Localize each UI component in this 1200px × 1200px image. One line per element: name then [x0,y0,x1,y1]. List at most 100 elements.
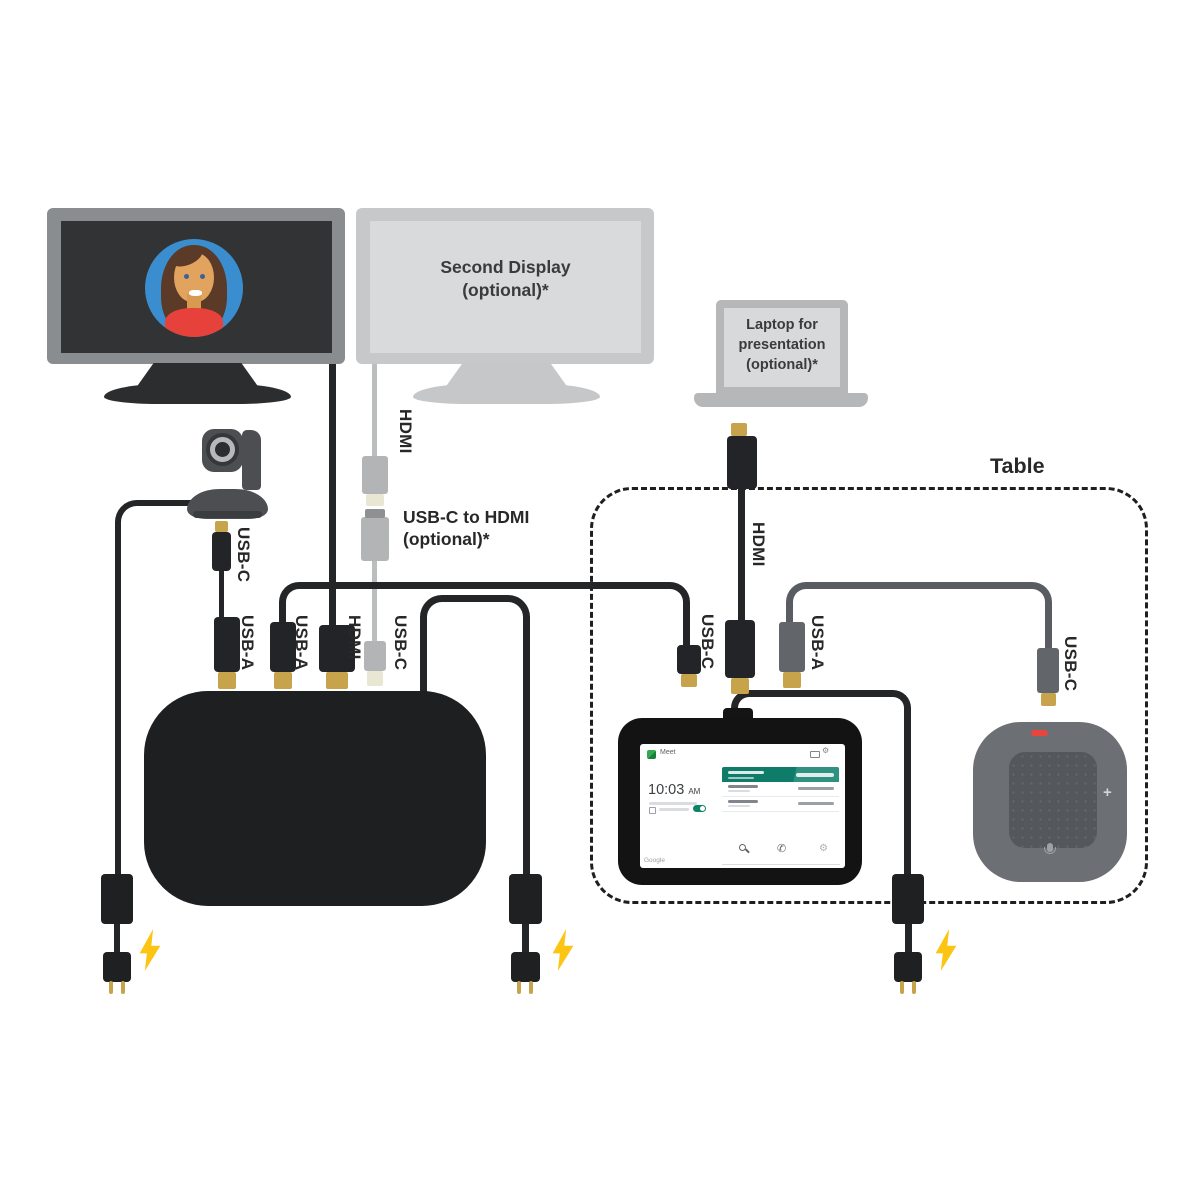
port-label-hdmi: HDMI [345,615,364,660]
table-label: Table [990,454,1045,478]
adapter-usb-c-cable [372,561,377,641]
meeting-subtitle-text [728,777,754,779]
meeting-title-text [728,771,764,774]
usb-a-connector [270,622,296,672]
power-plug [103,952,131,982]
dialpad-icon[interactable]: ⚙ [819,843,828,854]
second-display-label: Second Display (optional)* [440,257,571,300]
laptop-screen: Laptop for presentation (optional)* [724,308,840,387]
meeting-row[interactable] [722,797,839,812]
plug-prong [109,981,113,994]
power-cord [114,924,120,954]
primary-display-base [104,384,291,404]
power-cord [905,924,912,954]
cable-label-camera-usb-c: USB-C [234,527,253,583]
camera-arm [242,430,261,490]
laptop-base [694,393,868,407]
display-hdmi-cable [329,362,336,626]
usb-a-connector [214,617,240,672]
cable-label-hdmi-display2: HDMI [396,409,415,454]
plug-prong [912,981,916,994]
usb-c-connector-tip [681,674,697,687]
hdmi-connector [319,625,355,672]
speakermic-cable [786,582,1052,652]
layout-icon[interactable] [810,751,820,758]
search-icon-handle [745,848,750,854]
laptop-hdmi-cable [738,489,745,620]
controller-screen: Meet ⚙ 10:03 AM ✆ ⚙ Google [640,744,845,868]
search-icon[interactable] [739,844,746,851]
toggle[interactable] [693,805,706,812]
power-plug [511,952,540,982]
plug-prong [900,981,904,994]
usb-a-connector-tip [218,672,236,689]
plug-prong [517,981,521,994]
power-cord [522,924,529,954]
room-text [659,808,689,811]
camera-usb-c-connector-tip [215,521,228,532]
power-brick [101,874,133,924]
row-title [728,785,758,788]
usb-a-connector-tip [274,672,292,689]
usb-a-connector-tip [783,672,801,688]
nav-hairline [722,864,840,865]
plug-prong [529,981,533,994]
volume-plus-icon[interactable]: + [1103,784,1112,801]
adapter-socket [365,509,385,518]
usb-a-connector-dark [779,622,805,672]
port-label-usb-a: USB-A [238,615,257,671]
date-text [649,802,697,805]
avatar-eye-left [184,274,190,280]
ptz-camera [100,425,290,525]
compute-hub [144,691,486,906]
laptop-hdmi-connector-tip [731,423,747,436]
meet-app-icon [647,750,656,759]
hdmi-connector-gray-tip [366,494,384,506]
meeting-time-text [796,773,834,777]
usb-c-to-hdmi-adapter [361,517,389,561]
current-meeting-banner[interactable] [722,767,839,782]
adapter-label: USB-C to HDMI (optional)* [403,507,530,549]
cable-label-usb-a-speakermic: USB-A [808,615,827,671]
camera-mount-lip [193,511,262,518]
second-display-base [413,384,600,404]
toggle-knob [700,806,705,811]
lightning-bolt-icon [935,929,957,971]
laptop-label: Laptop for presentation (optional)* [738,317,826,373]
clock-meridiem: AM [688,787,701,796]
camera-usb-cable [219,571,224,617]
row-subtitle [728,805,750,807]
second-display-screen [370,221,641,353]
row-title [728,800,758,803]
power-brick [892,874,924,924]
avatar [145,239,243,337]
table-outline [590,487,1148,904]
speakermic-grille [1009,752,1097,848]
clock-time: 10:03 [648,782,685,798]
avatar-neck [187,293,201,312]
row-subtitle [728,790,750,792]
camera-lens-ring [210,437,235,462]
meeting-row[interactable] [722,782,839,797]
meet-app-label: Meet [660,749,676,756]
hangup-icon[interactable] [1031,730,1048,736]
row-time [798,802,834,805]
port-label-usb-a: USB-A [292,615,311,671]
lightning-bolt-icon [552,929,574,971]
clock: 10:03 AM [648,782,700,798]
usb-c-connector-gray-tip [367,671,383,686]
room-icon [649,807,656,814]
laptop-hdmi-connector [727,436,757,489]
row-time [798,787,834,790]
phone-icon[interactable]: ✆ [777,843,787,855]
avatar-shirt [164,307,224,337]
hdmi-connector-tip [731,678,749,694]
controller-usb-cable [279,582,690,650]
cable-label-usb-c-controller: USB-C [698,614,717,670]
plug-prong [121,981,125,994]
usb-c-connector-tip [1041,693,1056,706]
gear-icon[interactable]: ⚙ [822,746,830,755]
power-plug [894,952,922,982]
usb-c-connector [677,645,701,674]
